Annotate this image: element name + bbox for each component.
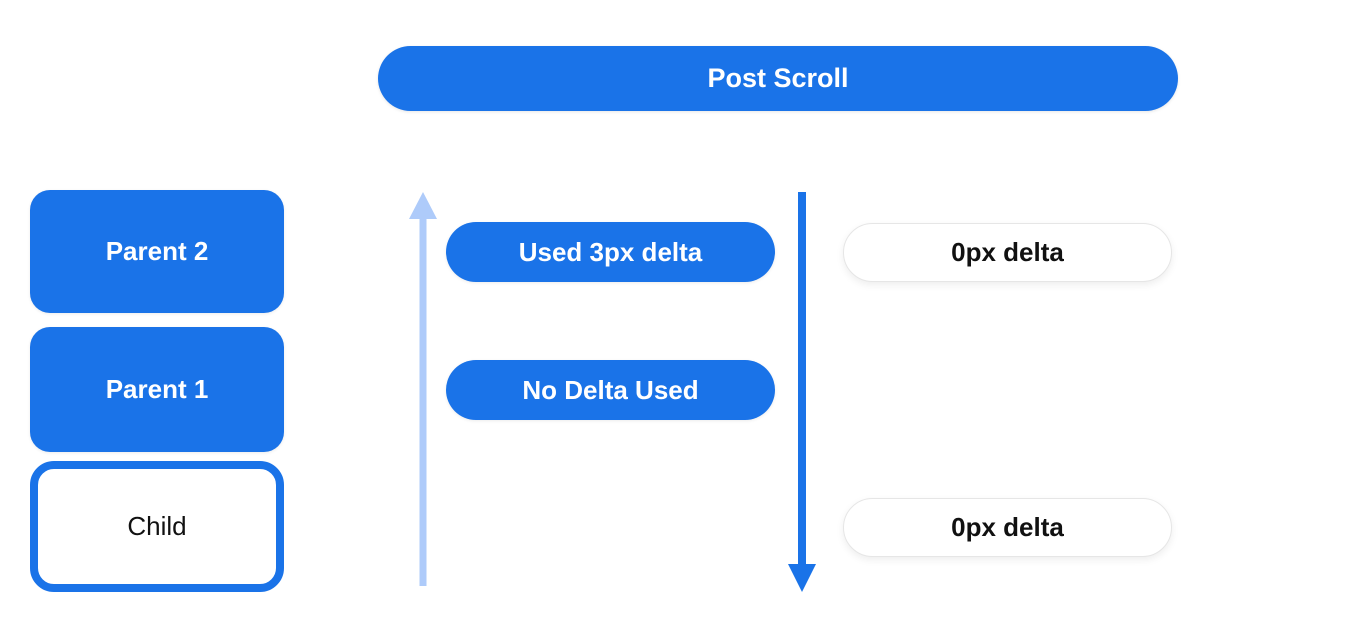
up-arrow-shaft: [419, 214, 427, 586]
no-delta-used-label: No Delta Used: [522, 374, 699, 405]
zero-delta-top-label: 0px delta: [951, 237, 1064, 267]
zero-delta-top-pill: 0px delta: [843, 223, 1172, 282]
parent2-label: Parent 2: [105, 236, 209, 266]
parent1-box: Parent 1: [30, 327, 284, 452]
child-label: Child: [127, 511, 187, 541]
zero-delta-bottom-label: 0px delta: [951, 512, 1064, 542]
down-arrow-head: [788, 564, 816, 592]
used-3px-delta-label: Used 3px delta: [518, 236, 703, 267]
zero-delta-bottom-pill: 0px delta: [843, 498, 1172, 557]
child-box: Child: [30, 461, 284, 592]
no-delta-used-pill: No Delta Used: [446, 360, 775, 420]
up-arrow-icon: [409, 192, 437, 586]
post-scroll-title-pill: Post Scroll: [378, 46, 1178, 111]
parent1-label: Parent 1: [105, 374, 209, 404]
parent2-box: Parent 2: [30, 190, 284, 313]
post-scroll-title-label: Post Scroll: [707, 63, 849, 93]
up-arrow-head: [409, 192, 437, 219]
used-3px-delta-pill: Used 3px delta: [446, 222, 775, 282]
down-arrow-icon: [788, 192, 816, 592]
down-arrow-shaft: [798, 192, 806, 568]
